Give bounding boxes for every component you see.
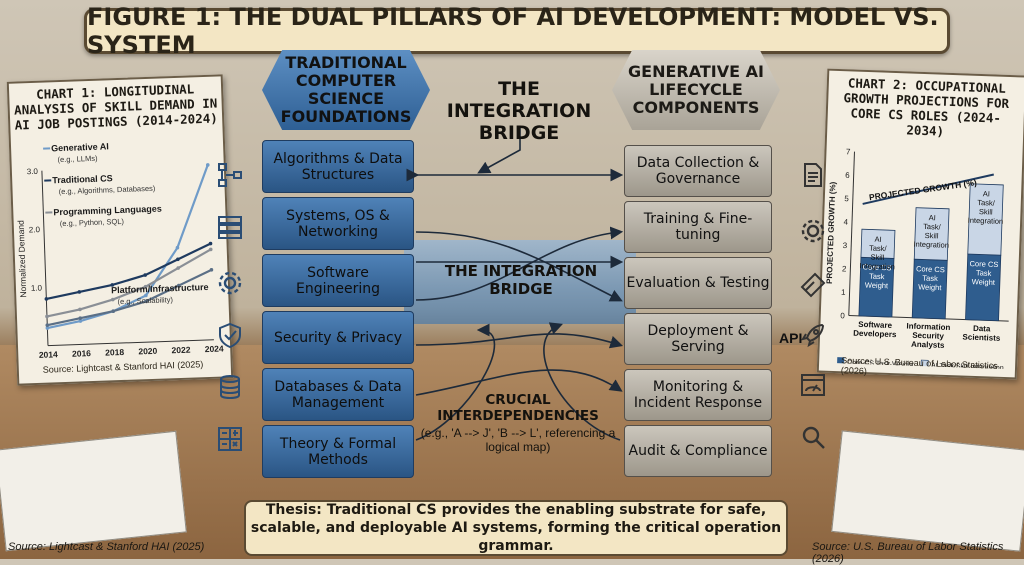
notebook-right	[831, 430, 1024, 551]
block-data-collection: Data Collection & Governance	[624, 145, 772, 197]
document-icon	[800, 162, 826, 188]
chart-2-y-tick-label: 1	[841, 288, 846, 297]
chart-2-bar-label: Skill	[870, 253, 884, 262]
chart-1-y-tick-label: 1.0	[31, 283, 43, 292]
chart-2-y-axis-label: PROJECTED GROWTH (%)	[825, 181, 838, 284]
chart-2-bar-label: Skill	[979, 207, 993, 216]
database-icon	[217, 374, 243, 400]
flowchart-icon	[217, 162, 243, 188]
chart-2-y-tick-label: 7	[846, 147, 851, 156]
chart-2-panel: CHART 2: OCCUPATIONAL GROWTH PROJECTIONS…	[817, 69, 1024, 380]
chart-2-title: CHART 2: OCCUPATIONAL GROWTH PROJECTIONS…	[827, 71, 1024, 142]
block-databases: Databases & Data Management	[262, 368, 414, 421]
chart-2-bar-label: AI	[929, 213, 936, 222]
chart-1-title: CHART 1: LONGITUDINAL ANALYSIS OF SKILL …	[9, 76, 223, 132]
rocket-icon	[800, 322, 826, 348]
chart-1-x-tick-label: 2020	[138, 346, 158, 357]
right-pillar-stack: Data Collection & Governance Training & …	[624, 145, 772, 477]
crucial-title: CRUCIAL INTERDEPENDENCIES	[412, 392, 624, 424]
chart-1-x-tick-label: 2022	[171, 345, 191, 356]
chart-2-bar-label: AI	[874, 235, 881, 244]
chart-2-bar-label: Integration	[913, 240, 949, 250]
chart-1-legend-note: (e.g., LLMs)	[57, 154, 98, 164]
chart-2-y-tick-label: 2	[842, 264, 847, 273]
gear-icon	[217, 270, 243, 296]
left-pillar-heading: TRADITIONAL COMPUTER SCIENCE FOUNDATIONS	[262, 50, 430, 130]
block-monitoring: Monitoring & Incident Response	[624, 369, 772, 421]
block-algorithms: Algorithms & Data Structures	[262, 140, 414, 193]
chart-1-legend-note: (e.g., Algorithms, Databases)	[58, 184, 155, 196]
chart-2-y-tick-label: 6	[845, 171, 850, 180]
flask-icon	[800, 272, 826, 298]
magnifier-icon	[800, 424, 826, 450]
top-bridge-label: THE INTEGRATION BRIDGE	[438, 78, 600, 144]
chart-2-x-tick-label: Developers	[853, 329, 897, 340]
chart-1-x-tick-label: 2018	[105, 347, 125, 358]
block-deployment: Deployment & Serving	[624, 313, 772, 365]
block-software-engineering: Software Engineering	[262, 254, 414, 307]
chart-2-y-tick-label: 0	[840, 311, 845, 320]
chart-1-legend-label: Traditional CS	[52, 173, 113, 185]
chart-2-bar-label: Weight	[918, 282, 942, 292]
crucial-interdependencies: CRUCIAL INTERDEPENDENCIES (e.g., 'A --> …	[412, 392, 624, 454]
dashboard-icon	[800, 372, 826, 398]
chart-1-legend-label: Platform/Infrastructure	[111, 282, 209, 295]
server-icon	[217, 214, 243, 240]
chart-1-y-axis	[42, 171, 48, 346]
shield-icon	[217, 322, 243, 348]
footer-source-left: Source: Lightcast & Stanford HAI (2025)	[8, 541, 204, 553]
block-security: Security & Privacy	[262, 311, 414, 364]
chart-1-x-tick-label: 2014	[39, 349, 59, 360]
chart-1-y-tick-label: 3.0	[27, 167, 39, 176]
chart-1-legend-note: (e.g., Python, SQL)	[60, 217, 125, 228]
calculator-icon	[217, 426, 243, 452]
chart-2-bar-label: Integration	[968, 216, 1004, 226]
chart-2-bar-label: Integration	[859, 261, 895, 271]
chart-2-bar-label: Weight	[972, 277, 996, 287]
crucial-subtitle: (e.g., 'A --> J', 'B --> L', referencing…	[412, 426, 624, 454]
block-training: Training & Fine-tuning	[624, 201, 772, 253]
chart-2-bar-label: AI	[983, 189, 990, 198]
block-theory: Theory & Formal Methods	[262, 425, 414, 478]
notebook-left	[0, 431, 187, 551]
chart-1-x-tick-label: 2016	[72, 348, 92, 359]
bridge-band-label: THE INTEGRATION BRIDGE	[432, 262, 610, 298]
left-pillar-stack: Algorithms & Data Structures Systems, OS…	[262, 140, 414, 478]
chart-2-y-tick-label: 3	[843, 241, 848, 250]
chart-1-legend-label: Programming Languages	[53, 204, 162, 218]
block-audit: Audit & Compliance	[624, 425, 772, 477]
figure-title: FIGURE 1: THE DUAL PILLARS OF AI DEVELOP…	[84, 8, 950, 54]
chart-2-bar-label: Weight	[865, 280, 889, 290]
chart-1-legend-label: Generative AI	[51, 141, 109, 153]
chart-2-bar-label: Core CS	[969, 259, 998, 269]
chart-2-annotation: PROJECTED GROWTH (%)	[868, 177, 977, 202]
chart-2-x-tick-label: Analysts	[911, 340, 945, 350]
block-systems: Systems, OS & Networking	[262, 197, 414, 250]
thesis-banner: Thesis: Traditional CS provides the enab…	[244, 500, 788, 556]
chart-1-y-axis-label: Normalized Demand	[16, 220, 29, 298]
chart-2-bar-label: Skill	[925, 231, 939, 240]
block-evaluation: Evaluation & Testing	[624, 257, 772, 309]
right-pillar-heading: GENERATIVE AI LIFECYCLE COMPONENTS	[612, 50, 780, 130]
chart-1-y-tick-label: 2.0	[29, 225, 41, 234]
chart-2-bar-label: Core CS	[916, 264, 945, 274]
footer-source-right: Source: U.S. Bureau of Labor Statistics …	[812, 541, 1024, 565]
api-label: API	[779, 330, 802, 346]
gear-icon	[800, 218, 826, 244]
chart-2-y-tick-label: 5	[844, 194, 849, 203]
chart-1-panel: CHART 1: LONGITUDINAL ANALYSIS OF SKILL …	[7, 74, 233, 385]
chart-1-legend-note: (e.g., Scalability)	[117, 295, 173, 306]
chart-2-y-tick-label: 4	[843, 218, 848, 227]
chart-2-x-tick-label: Scientists	[962, 332, 1001, 342]
